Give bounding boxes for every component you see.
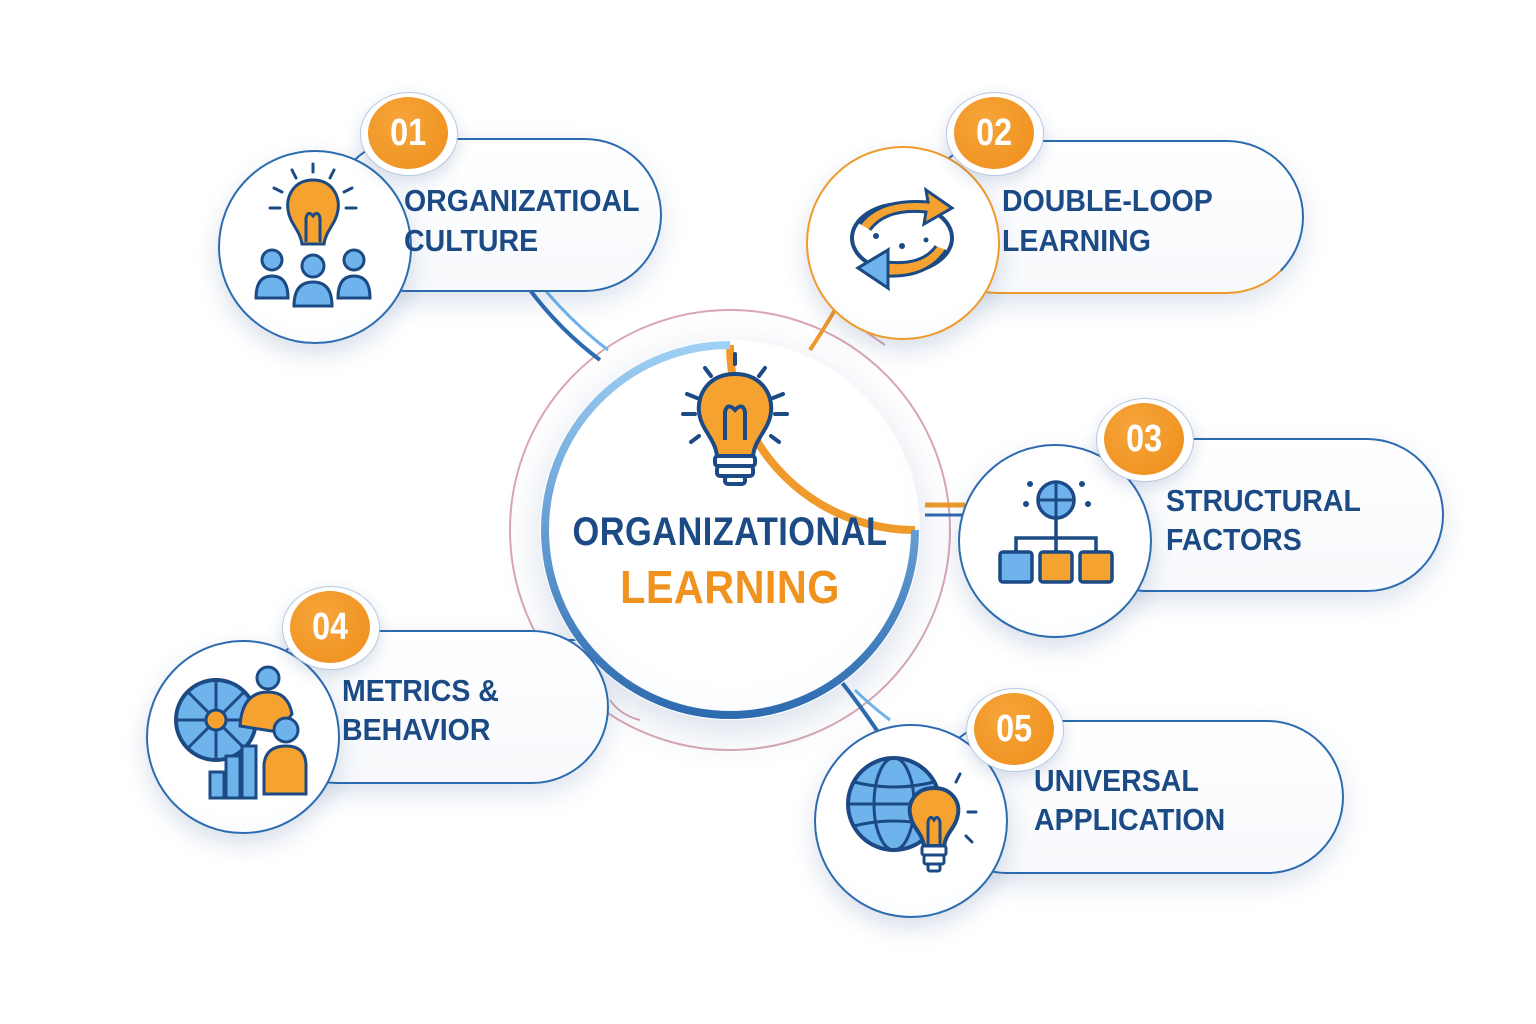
node-02-number-badge: 02 (954, 97, 1034, 169)
node-05-label-line2: APPLICATION (1034, 802, 1226, 837)
node-04-label-line1: METRICS & (342, 673, 499, 708)
loop-arrows-icon (850, 186, 955, 292)
node-01-label-line2: CULTURE (404, 223, 539, 258)
globe-lightbulb-icon (846, 756, 978, 873)
node-02-label-line1: DOUBLE-LOOP (1002, 183, 1213, 218)
metrics-people-icon (174, 665, 308, 800)
node-01-number-badge: 01 (368, 97, 448, 169)
org-chart-icon (998, 480, 1114, 584)
node-01-label-line1: ORGANIZATIOAL (404, 183, 640, 218)
lightbulb-icon (681, 352, 789, 486)
node-04-label-line2: BEHAVIOR (342, 712, 491, 747)
node-03-label-line1: STRUCTURAL (1166, 483, 1361, 518)
node-04-number-badge: 04 (290, 591, 370, 663)
node-05-number-badge: 05 (974, 693, 1054, 765)
hub-title-line2: LEARNING (620, 561, 840, 613)
team-lightbulb-icon (254, 162, 372, 308)
hub-title-line1: ORGANIZATIONAL (572, 510, 888, 554)
node-05-label-line1: UNIVERSAL (1034, 763, 1199, 798)
node-03-label-line2: FACTORS (1166, 522, 1302, 557)
node-03-number-badge: 03 (1104, 403, 1184, 475)
node-02-label-line2: LEARNING (1002, 223, 1151, 258)
